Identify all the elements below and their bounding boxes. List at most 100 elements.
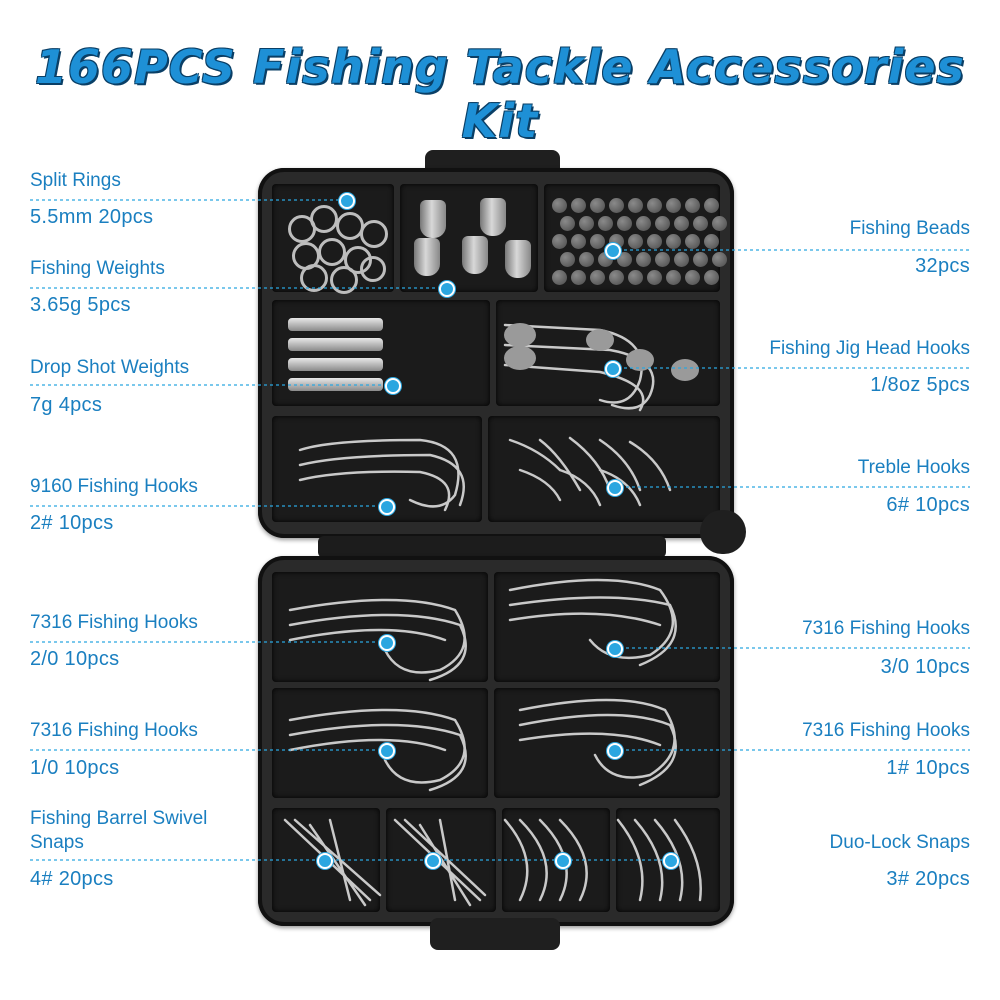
qty-7316-hooks-3-0: 3/0 10pcs	[880, 656, 970, 678]
qty-drop-shot-weights: 7g 4pcs	[30, 394, 103, 416]
qty-jig-head-hooks: 1/8oz 5pcs	[870, 374, 970, 396]
bead-icon	[666, 270, 681, 285]
bead-icon	[579, 216, 594, 231]
bead-icon	[685, 198, 700, 213]
bead-icon	[712, 216, 727, 231]
callout-marker	[605, 361, 621, 377]
label-jig-head-hooks: Fishing Jig Head Hooks	[769, 338, 970, 359]
split-ring-icon	[318, 238, 346, 266]
qty-treble-hooks: 6# 10pcs	[886, 494, 970, 516]
callout-marker	[425, 853, 441, 869]
bead-icon	[571, 270, 586, 285]
bullet-weight-icon	[505, 240, 531, 278]
compartment-7316-hooks-1	[494, 688, 720, 798]
qty-duo-lock-snaps: 3# 20pcs	[886, 868, 970, 890]
qty-7316-hooks-2-0: 2/0 10pcs	[30, 648, 120, 670]
box-bottom-latch	[430, 918, 560, 950]
bead-icon	[666, 198, 681, 213]
bead-icon	[685, 234, 700, 249]
label-7316-hooks-2-0: 7316 Fishing Hooks	[30, 612, 198, 633]
label-barrel-swivel-line1: Fishing Barrel Swivel	[30, 808, 208, 829]
bead-icon	[609, 270, 624, 285]
bead-icon	[685, 270, 700, 285]
bead-icon	[647, 198, 662, 213]
qty-fishing-weights: 3.65g 5pcs	[30, 294, 131, 316]
label-treble-hooks: Treble Hooks	[857, 457, 970, 478]
bead-icon	[617, 252, 632, 267]
split-ring-icon	[300, 264, 328, 292]
bullet-weight-icon	[414, 238, 440, 276]
callout-marker	[663, 853, 679, 869]
label-barrel-swivel-line2: Snaps	[30, 832, 84, 853]
callout-marker	[317, 853, 333, 869]
bead-icon	[647, 270, 662, 285]
bead-icon	[674, 252, 689, 267]
bullet-weight-icon	[480, 198, 506, 236]
drop-shot-weight-icon	[288, 318, 383, 331]
bead-icon	[674, 216, 689, 231]
label-fishing-weights: Fishing Weights	[30, 258, 165, 279]
bead-icon	[704, 270, 719, 285]
bead-icon	[598, 216, 613, 231]
bead-icon	[655, 216, 670, 231]
label-split-rings: Split Rings	[30, 170, 121, 191]
label-duo-lock-snaps: Duo-Lock Snaps	[829, 832, 970, 853]
bead-icon	[617, 216, 632, 231]
bead-icon	[590, 234, 605, 249]
bead-icon	[666, 234, 681, 249]
qty-split-rings: 5.5mm 20pcs	[30, 206, 154, 228]
bead-icon	[552, 270, 567, 285]
callout-marker	[385, 378, 401, 394]
product-title: 166PCS Fishing Tackle Accessories Kit	[35, 40, 965, 148]
bead-icon	[693, 216, 708, 231]
compartment-treble-hooks	[488, 416, 720, 522]
compartment-7316-hooks-3-0	[494, 572, 720, 682]
split-ring-icon	[330, 266, 358, 294]
label-7316-hooks-1: 7316 Fishing Hooks	[802, 720, 970, 741]
label-9160-hooks: 9160 Fishing Hooks	[30, 476, 198, 497]
bead-icon	[571, 234, 586, 249]
bead-icon	[712, 252, 727, 267]
bead-icon	[609, 198, 624, 213]
bead-icon	[628, 198, 643, 213]
callout-marker	[605, 243, 621, 259]
callout-marker	[339, 193, 355, 209]
bead-icon	[636, 216, 651, 231]
bead-icon	[560, 252, 575, 267]
bead-icon	[571, 198, 586, 213]
drop-shot-weight-icon	[288, 358, 383, 371]
callout-marker	[379, 499, 395, 515]
bead-icon	[579, 252, 594, 267]
qty-fishing-beads: 32pcs	[915, 255, 970, 277]
bead-icon	[647, 234, 662, 249]
callout-marker	[607, 480, 623, 496]
split-ring-icon	[360, 256, 386, 282]
callout-marker	[555, 853, 571, 869]
bead-icon	[590, 270, 605, 285]
bead-icon	[590, 198, 605, 213]
bullet-weight-icon	[420, 200, 446, 238]
box-hinge	[318, 536, 666, 558]
bead-icon	[552, 198, 567, 213]
label-7316-hooks-1-0: 7316 Fishing Hooks	[30, 720, 198, 741]
bead-icon	[560, 216, 575, 231]
label-7316-hooks-3-0: 7316 Fishing Hooks	[802, 618, 970, 639]
bead-icon	[552, 234, 567, 249]
bead-icon	[636, 252, 651, 267]
qty-7316-hooks-1: 1# 10pcs	[886, 757, 970, 779]
bullet-weight-icon	[462, 236, 488, 274]
callout-marker	[607, 641, 623, 657]
bead-icon	[704, 234, 719, 249]
callout-marker	[607, 743, 623, 759]
callout-marker	[379, 635, 395, 651]
drop-shot-weight-icon	[288, 338, 383, 351]
callout-marker	[439, 281, 455, 297]
qty-9160-hooks: 2# 10pcs	[30, 512, 114, 534]
bead-icon	[693, 252, 708, 267]
callout-marker	[379, 743, 395, 759]
split-ring-icon	[360, 220, 388, 248]
drop-shot-weight-icon	[288, 378, 383, 391]
bead-icon	[655, 252, 670, 267]
qty-7316-hooks-1-0: 1/0 10pcs	[30, 757, 120, 779]
